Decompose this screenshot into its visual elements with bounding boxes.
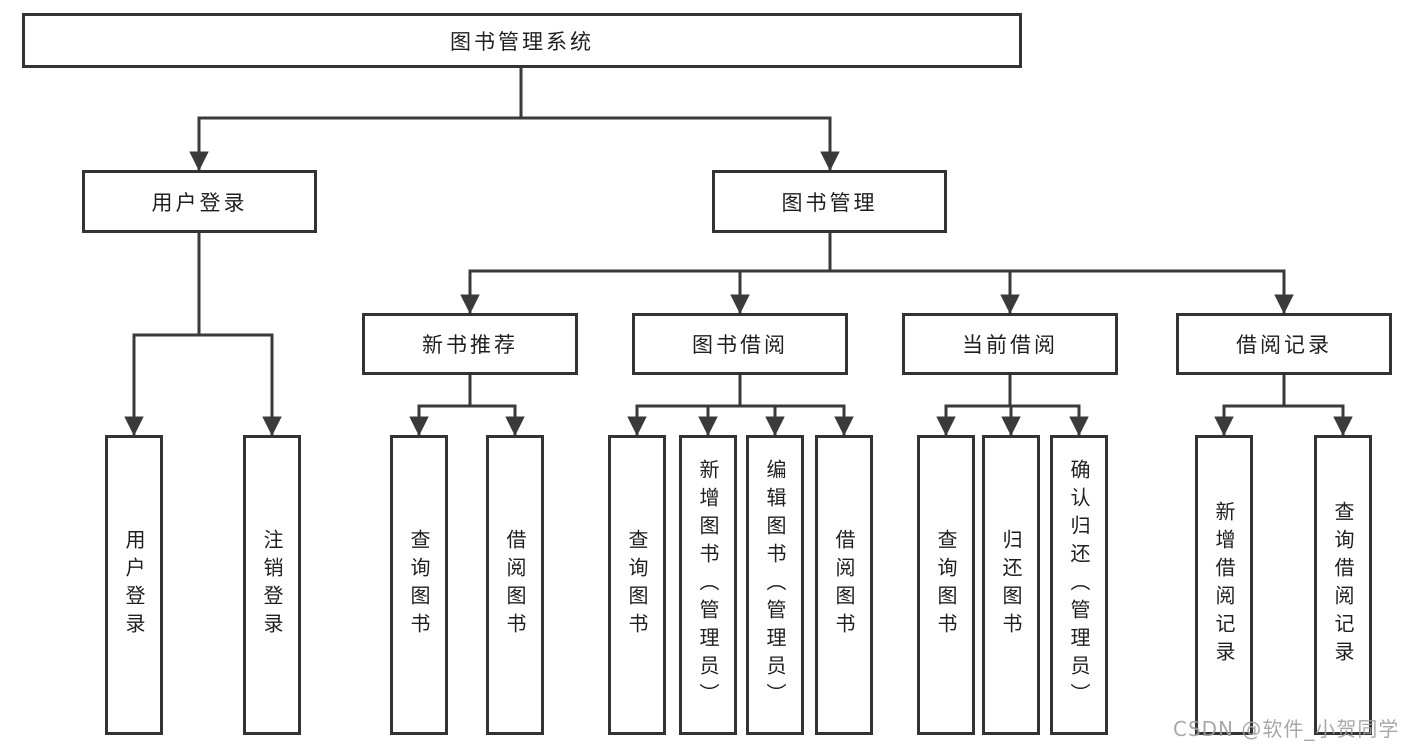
leaf-query-books-current: 查询图书 bbox=[917, 435, 975, 735]
leaf-borrow-books-recommend: 借阅图书 bbox=[486, 435, 544, 735]
leaf-logout: 注销登录 bbox=[243, 435, 301, 735]
leaf-add-borrow-record: 新增借阅记录 bbox=[1195, 435, 1253, 735]
leaf-borrow-books: 借阅图书 bbox=[815, 435, 873, 735]
leaf-add-book-admin: 新增图书（管理员） bbox=[679, 435, 737, 735]
leaf-user-login: 用户登录 bbox=[105, 435, 163, 735]
node-book-borrow: 图书借阅 bbox=[632, 313, 848, 375]
leaf-query-books-recommend: 查询图书 bbox=[390, 435, 448, 735]
node-root-system: 图书管理系统 bbox=[22, 13, 1022, 68]
node-user-login: 用户登录 bbox=[82, 170, 317, 233]
node-borrow-records: 借阅记录 bbox=[1176, 313, 1392, 375]
leaf-query-books-borrow: 查询图书 bbox=[608, 435, 666, 735]
node-new-book-recommend: 新书推荐 bbox=[362, 313, 578, 375]
leaf-edit-book-admin: 编辑图书（管理员） bbox=[746, 435, 804, 735]
node-book-management: 图书管理 bbox=[712, 170, 947, 233]
node-current-borrow: 当前借阅 bbox=[902, 313, 1118, 375]
watermark: CSDN @软件_小贺同学 bbox=[1173, 717, 1400, 741]
leaf-query-borrow-record: 查询借阅记录 bbox=[1314, 435, 1372, 735]
leaf-confirm-return-admin: 确认归还（管理员） bbox=[1050, 435, 1108, 735]
leaf-return-book: 归还图书 bbox=[982, 435, 1040, 735]
